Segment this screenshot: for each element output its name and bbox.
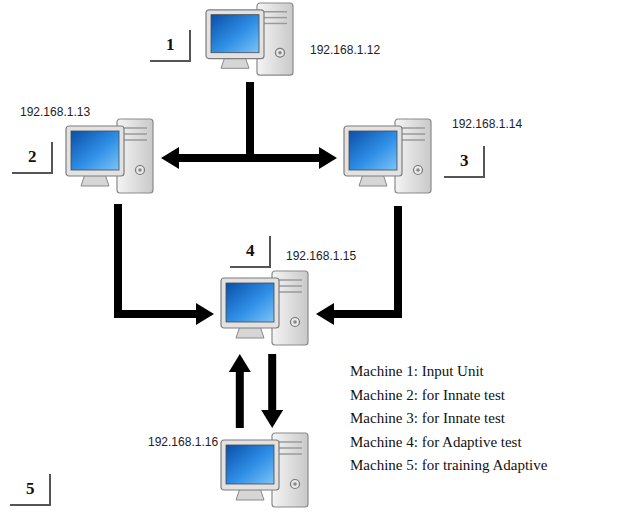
arrow-connector <box>250 82 319 158</box>
arrow-connector <box>118 204 196 314</box>
computer-icon <box>221 433 308 507</box>
computer-icon <box>66 119 153 193</box>
text-holder: 192.168.1.13 <box>20 102 90 120</box>
computer-node: 5192.168.1.16 <box>220 432 310 512</box>
text-holder: 2 <box>12 142 53 174</box>
text-holder: 4 <box>230 236 271 268</box>
computer-node: 1192.168.1.12 <box>205 2 295 80</box>
computer-node: 2192.168.1.13 <box>65 118 155 198</box>
arrow-connector <box>268 354 276 410</box>
machine-note: Machine 5: for training Adaptive <box>350 456 547 474</box>
ip-address: 192.168.1.14 <box>452 117 522 131</box>
callout-number: 3 <box>444 146 485 178</box>
arrow-connector <box>236 372 244 428</box>
computer-icon <box>220 270 310 350</box>
computer-icon <box>205 2 295 80</box>
machine-note: Machine 1: Input Unit <box>350 362 484 380</box>
computer-node: 4192.168.1.15 <box>220 270 310 350</box>
ip-address: 192.168.1.16 <box>148 435 218 449</box>
callout-number: 4 <box>230 236 271 268</box>
computer-icon <box>220 432 310 512</box>
text-holder: 192.168.1.14 <box>452 114 522 132</box>
computer-icon <box>65 118 155 198</box>
ip-address: 192.168.1.13 <box>20 105 90 119</box>
text-holder: 1 <box>150 30 191 62</box>
callout-number: 5 <box>10 474 51 506</box>
machine-note: Machine 4: for Adaptive test <box>350 433 522 451</box>
text-holder: 192.168.1.12 <box>310 40 380 58</box>
ip-address: 192.168.1.12 <box>310 43 380 57</box>
text-holder: 192.168.1.15 <box>286 246 356 264</box>
machine-note: Machine 3: for Innate test <box>350 409 505 427</box>
computer-icon <box>344 119 431 193</box>
text-holder: 5 <box>10 474 51 506</box>
callout-number: 2 <box>12 142 53 174</box>
text-holder: 3 <box>444 146 485 178</box>
computer-icon <box>206 3 293 75</box>
computer-icon <box>221 271 308 345</box>
ip-address: 192.168.1.15 <box>286 249 356 263</box>
callout-number: 1 <box>150 30 191 62</box>
arrow-connector <box>179 82 250 158</box>
computer-icon <box>343 118 433 198</box>
machine-note: Machine 2: for Innate test <box>350 386 505 404</box>
computer-node: 3192.168.1.14 <box>343 118 433 198</box>
text-holder: 192.168.1.16 <box>148 432 218 450</box>
